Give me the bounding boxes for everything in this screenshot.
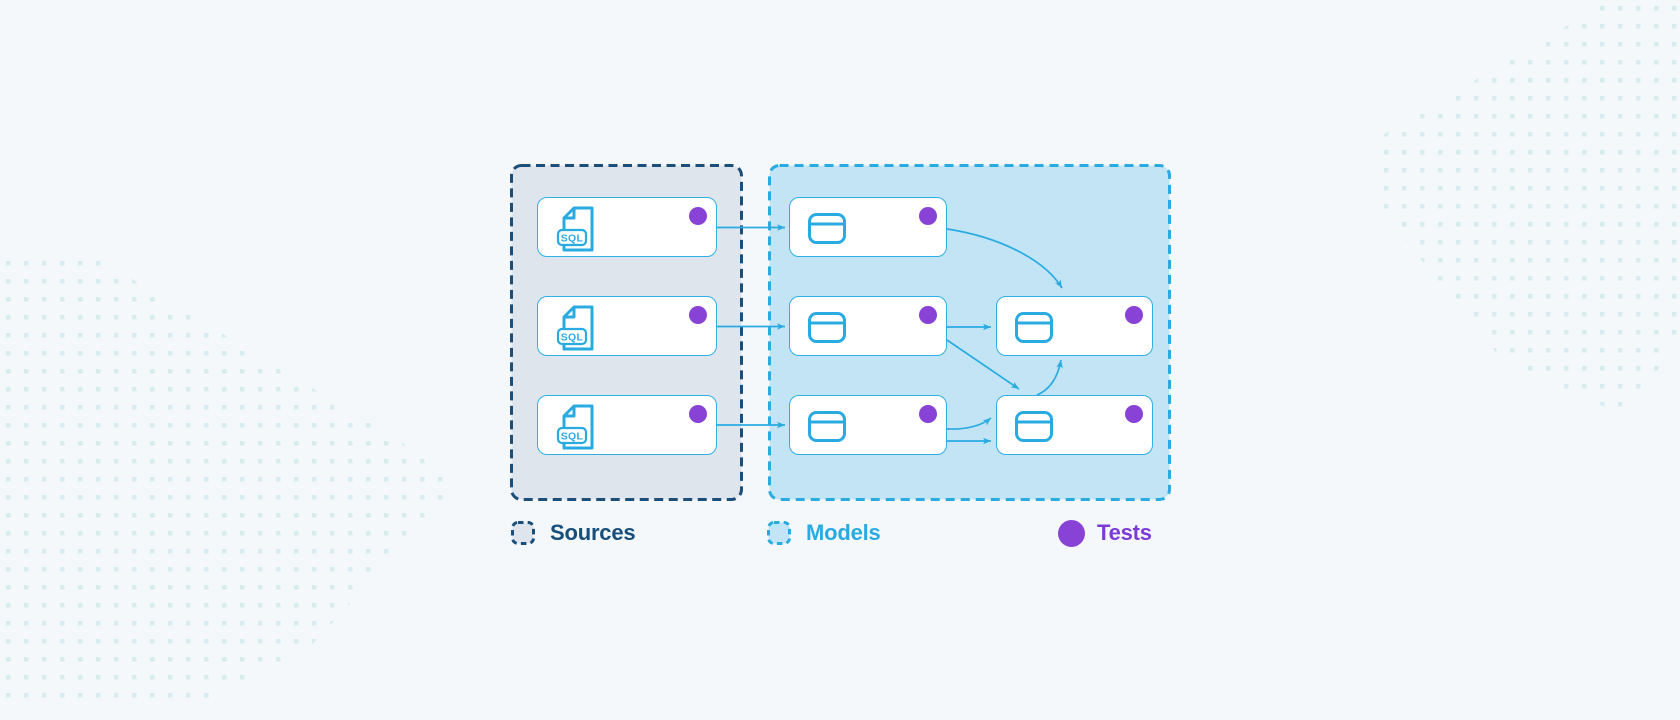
legend-item-models: Models	[767, 516, 881, 550]
source-node-2: SQL	[537, 296, 717, 356]
test-indicator-dot	[689, 306, 707, 324]
edge-model-5-to-model-4-8	[1036, 359, 1063, 396]
legend-label-models: Models	[806, 520, 881, 545]
test-indicator-dot	[1125, 306, 1143, 324]
model-node-1	[789, 197, 947, 257]
edges-group	[717, 224, 1063, 445]
table-icon	[1015, 411, 1053, 442]
legend-label-sources: Sources	[550, 520, 636, 545]
legend-item-tests: Tests	[1058, 516, 1152, 550]
legend-label-tests: Tests	[1097, 520, 1152, 545]
test-indicator-dot	[1125, 405, 1143, 423]
table-icon	[808, 411, 846, 442]
tests-dot-icon	[1058, 519, 1085, 547]
sql-file-icon: SQL	[556, 404, 594, 450]
table-icon	[1015, 312, 1053, 343]
test-indicator-dot	[919, 306, 937, 324]
test-indicator-dot	[919, 207, 937, 225]
test-indicator-dot	[689, 405, 707, 423]
source-node-1: SQL	[537, 197, 717, 257]
source-node-3: SQL	[537, 395, 717, 455]
model-node-5	[996, 395, 1153, 455]
edge-model-2-to-model-5-5	[946, 339, 1020, 390]
svg-text:SQL: SQL	[561, 233, 584, 245]
model-node-4	[996, 296, 1153, 356]
test-indicator-dot	[919, 405, 937, 423]
svg-text:SQL: SQL	[561, 332, 584, 344]
model-node-2	[789, 296, 947, 356]
models-swatch-icon	[767, 521, 791, 545]
legend-item-sources: Sources	[511, 516, 636, 550]
table-icon	[808, 312, 846, 343]
model-node-3	[789, 395, 947, 455]
table-icon	[808, 213, 846, 244]
svg-text:SQL: SQL	[561, 431, 584, 443]
test-indicator-dot	[689, 207, 707, 225]
sql-file-icon: SQL	[556, 206, 594, 252]
edge-model-1-to-model-4-3	[946, 228, 1063, 289]
sql-file-icon: SQL	[556, 305, 594, 351]
edge-model-3-to-model-5-6	[946, 417, 992, 430]
sources-swatch-icon	[511, 521, 535, 545]
